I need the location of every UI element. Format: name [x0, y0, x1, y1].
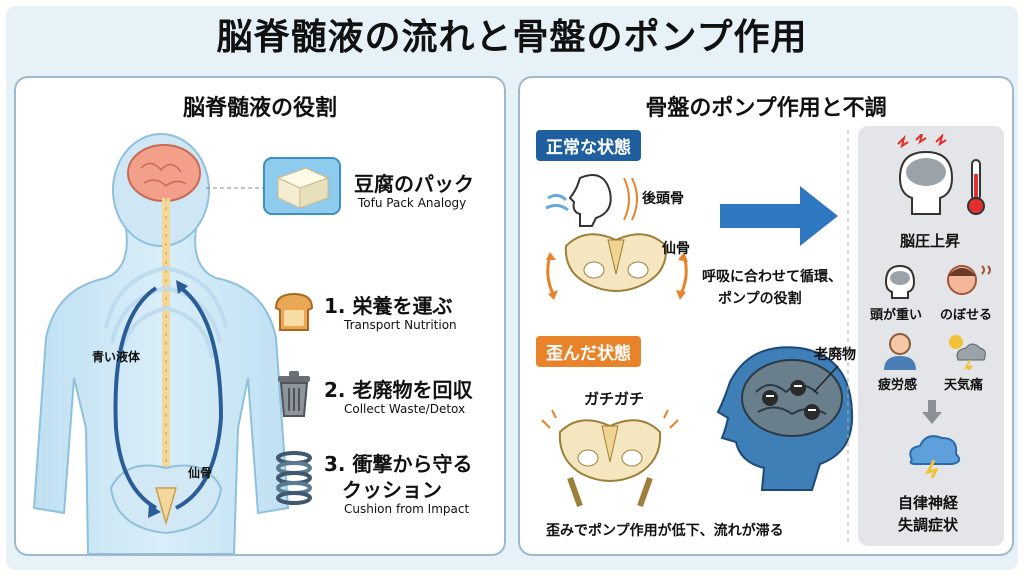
normal-pelvis-icon [564, 233, 668, 292]
distorted-caption: 歪みでポンプ作用が低下、流れが滞る [546, 523, 784, 539]
bread-icon [274, 292, 314, 331]
headache-head-icon [897, 134, 954, 215]
symptom-2-label: のぼせる [940, 308, 993, 323]
symptom-4-label: 天気痛 [944, 378, 984, 393]
role-1-title: 1. 栄養を運ぶ [324, 294, 453, 318]
stiff-label: ガチガチ [584, 390, 645, 408]
blue-fluid-label: 青い液体 [92, 350, 141, 364]
distorted-state-badge: 歪んだ状態 [536, 336, 641, 367]
weather-icon [949, 335, 986, 370]
tired-person-icon [884, 333, 916, 370]
symptom-1-label: 頭が重い [870, 308, 923, 323]
final-symptom-line1: 自律神経 [898, 494, 959, 512]
flushed-face-icon [947, 265, 991, 295]
analogy-subtitle: Tofu Pack Analogy [358, 196, 467, 210]
sacrum-label: 仙骨 [188, 466, 213, 480]
role-2-title: 2. 老廃物を回収 [324, 378, 473, 402]
head-breathing-icon [545, 174, 612, 227]
normal-caption-line2: ポンプの役割 [718, 291, 802, 307]
role-3-subtitle: Cushion from Impact [344, 502, 470, 516]
analogy-title: 豆腐のパック [354, 172, 474, 196]
waste-pointer-line [813, 365, 839, 393]
left-panel-title: 脳脊髄液の役割 [182, 96, 337, 121]
left-panel: 脳脊髄液の役割 青い液体 仙骨 豆腐のパック Tofu [14, 76, 506, 556]
normal-sacrum-label: 仙骨 [662, 241, 690, 257]
waste-label: 老廃物 [814, 347, 856, 363]
normal-motion-arrows [546, 252, 688, 300]
role-3-title-line2: クッション [342, 478, 442, 502]
down-arrow-icon [922, 400, 942, 424]
normal-caption-line1: 呼吸に合わせて循環、 [702, 269, 842, 285]
role-2-subtitle: Collect Waste/Detox [344, 402, 466, 416]
section-divider [847, 130, 849, 546]
symptom-3-label: 疲労感 [878, 378, 918, 393]
big-right-arrow [720, 186, 838, 246]
trash-can-icon [278, 371, 310, 417]
distorted-pelvis-icon [541, 409, 679, 508]
spring-icon [276, 451, 312, 505]
body-illustration [32, 133, 290, 554]
page-title: 脳脊髄液の流れと骨盤のポンプ作用 [216, 17, 808, 58]
final-symptom-line2: 失調症状 [898, 516, 959, 534]
role-3-title: 3. 衝撃から守る [324, 452, 473, 476]
right-panel: 骨盤のポンプ作用と不調 正常な状態 後頭骨 仙骨 呼吸に合わせて循環、 ポンプの… [518, 76, 1014, 556]
tofu-pack-icon [263, 157, 341, 215]
heavy-head-icon [884, 264, 916, 299]
occipital-label: 後頭骨 [642, 191, 684, 207]
right-panel-title: 骨盤のポンプ作用と不調 [645, 96, 887, 121]
congested-brain-head-icon [716, 346, 854, 491]
role-1-subtitle: Transport Nutrition [344, 318, 457, 332]
analogy-connector [206, 187, 266, 189]
storm-cloud-icon [909, 435, 961, 478]
occipital-wave-icon [623, 177, 638, 221]
thermometer-icon [967, 159, 985, 215]
normal-state-badge: 正常な状態 [536, 130, 641, 161]
brain-pressure-label: 脳圧上昇 [900, 232, 961, 250]
